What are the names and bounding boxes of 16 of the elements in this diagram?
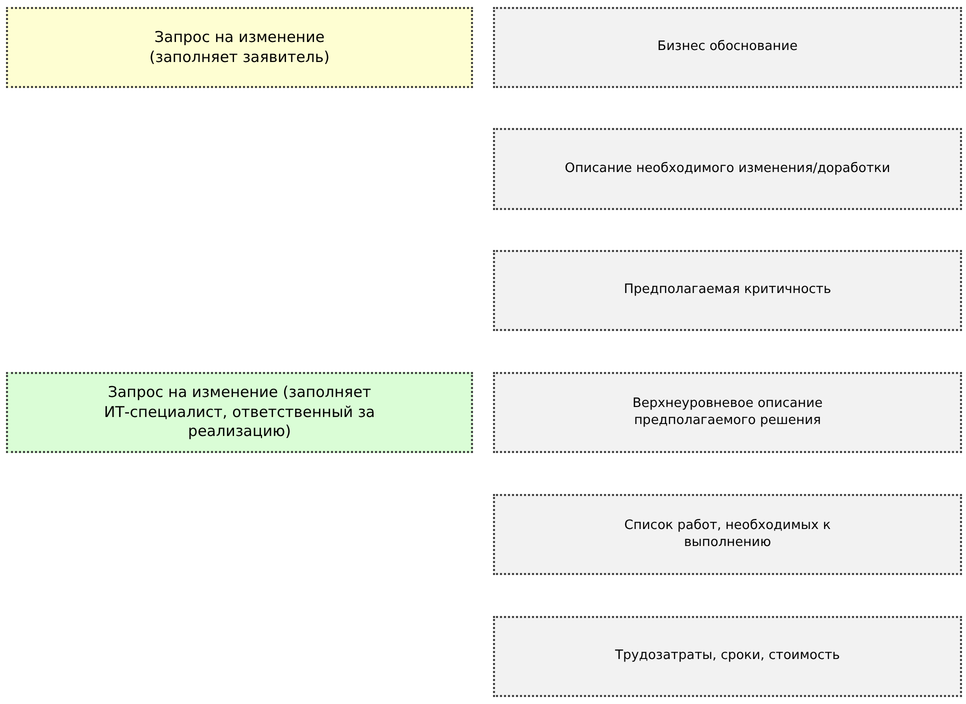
- box-label: Описание необходимого изменения/доработки: [564, 160, 890, 178]
- box-label: Бизнес обоснование: [657, 39, 798, 56]
- box-label: Верхнеуровневое описание предполагаемого решения: [631, 396, 824, 430]
- box-label: Запрос на изменение (заполняет заявитель): [148, 28, 331, 67]
- field-box: [493, 616, 962, 697]
- field-box: [493, 250, 962, 331]
- field-box: [493, 494, 962, 575]
- box-label: Список работ, необходимых к выполнению: [623, 518, 832, 552]
- request-form-box: [6, 372, 473, 453]
- box-label: Трудозатраты, сроки, стоимость: [615, 648, 840, 665]
- field-box: [493, 7, 962, 88]
- field-box: [493, 128, 962, 210]
- box-label: Предполагаемая критичность: [624, 282, 832, 299]
- box-label: Запрос на изменение (заполняет ИТ-специалист, ответственный за реализацию): [102, 383, 376, 442]
- request-form-box: [6, 7, 473, 88]
- field-box: [493, 372, 962, 453]
